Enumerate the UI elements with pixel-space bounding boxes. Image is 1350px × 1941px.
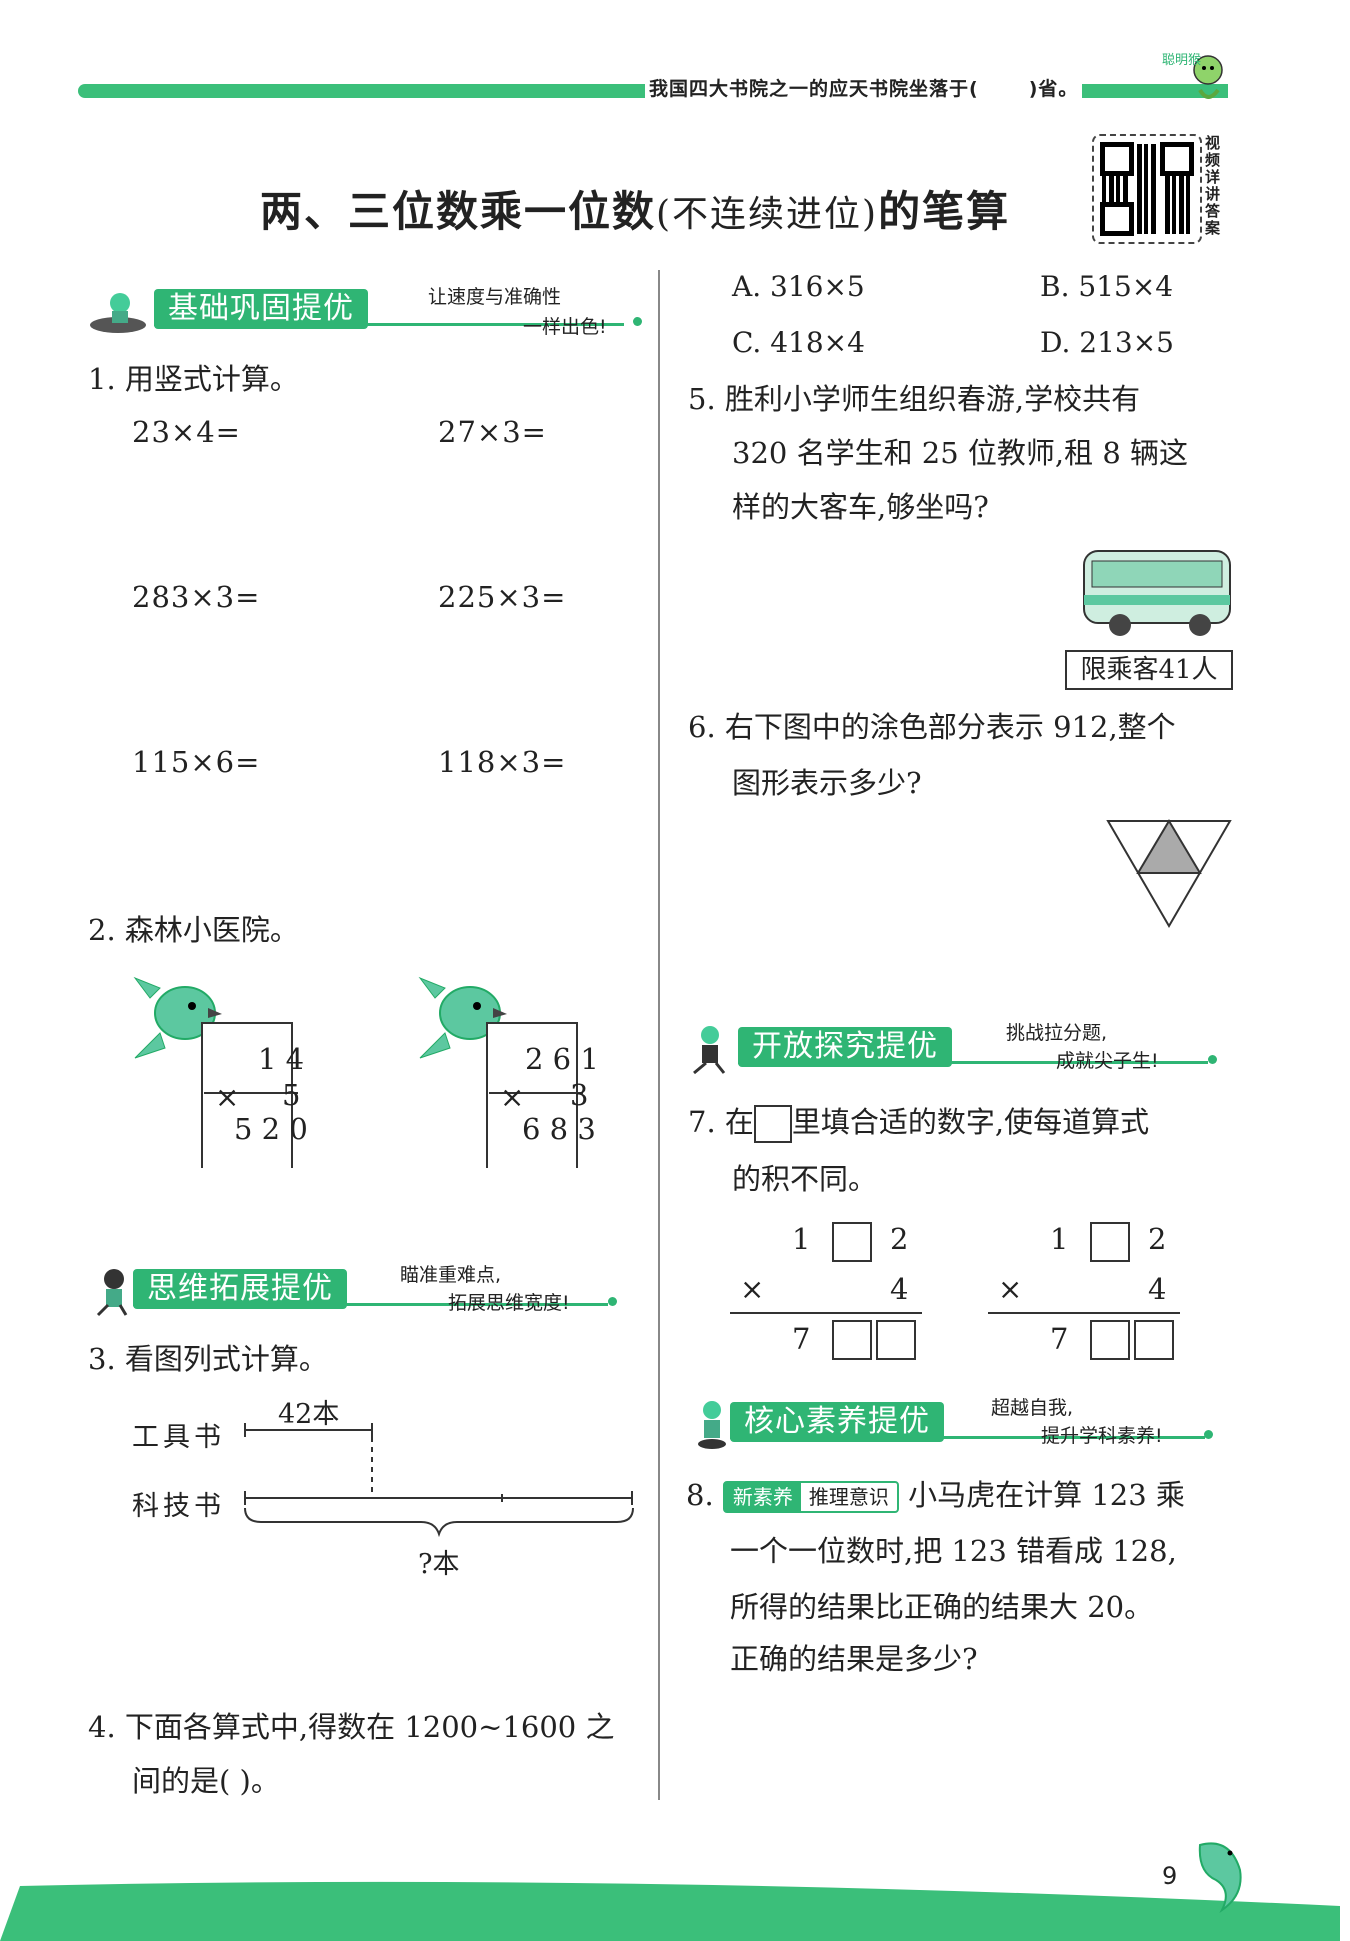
q2a-top: 1 4 [258, 1042, 305, 1076]
q7-line2: 的积不同。 [732, 1162, 878, 1196]
answer-box[interactable] [1134, 1320, 1174, 1360]
q6-line1: 6. 右下图中的涂色部分表示 912,整个 [688, 710, 1176, 744]
section-open-label: 开放探究提优 [738, 1027, 952, 1067]
bottom-wave-band [0, 1881, 1340, 1941]
line-segment-diagram [244, 1423, 634, 1538]
mascot-icon [698, 1401, 726, 1449]
q1-expr: 283×3= [132, 580, 261, 614]
mascot-icon [693, 1026, 726, 1075]
answer-box[interactable] [876, 1320, 916, 1360]
q7-line1: 7. 在里填合适的数字,使每道算式 [688, 1095, 1149, 1149]
page-title: 两、三位数乘一位数(不连续进位)的笔算 [260, 187, 1011, 236]
q5-line3: 样的大客车,够坐吗? [732, 490, 989, 524]
q1-expr: 115×6= [132, 745, 261, 779]
q1-expr: 27×3= [438, 415, 547, 449]
label-tech-books: 科技书 [132, 1491, 225, 1522]
q8-line4: 正确的结果是多少? [730, 1642, 978, 1676]
q1-expr: 225×3= [438, 580, 567, 614]
label-tool-books: 工具书 [132, 1422, 225, 1453]
q2b-top: 2 6 1 [525, 1042, 599, 1076]
mascot-icon [96, 1269, 128, 1317]
q4-line1: 4. 下面各算式中,得数在 1200~1600 之 [88, 1710, 615, 1744]
qr-code-icon[interactable] [1092, 134, 1202, 244]
monkey-logo-icon: 聪明猴 [1162, 53, 1223, 99]
bird-icon [133, 976, 222, 1059]
answer-box[interactable] [832, 1320, 872, 1360]
page-number: 9 [1158, 1862, 1182, 1890]
bus-icon [1083, 550, 1231, 636]
q4-option-a[interactable]: A. 316×5 [732, 270, 865, 303]
q2-title: 2. 森林小医院。 [88, 913, 299, 947]
q1-expr: 23×4= [132, 415, 241, 449]
q8-line3: 所得的结果比正确的结果大 20。 [730, 1590, 1154, 1624]
q2b-mid: 3 [570, 1078, 589, 1112]
q5-line2: 320 名学生和 25 位教师,租 8 辆这 [732, 436, 1189, 470]
section-thinking-label: 思维拓展提优 [133, 1269, 347, 1309]
answer-box[interactable] [1090, 1320, 1130, 1360]
qr-label: 视频详讲答案 [1205, 134, 1221, 237]
logo-text: 聪明猴 [1162, 53, 1201, 68]
header-question: 我国四大书院之一的应天书院坐落于()省。 [645, 74, 1083, 101]
q2a-mul: × [215, 1080, 240, 1114]
q4-option-d[interactable]: D. 213×5 [1040, 326, 1174, 359]
q1-expr: 118×3= [438, 745, 567, 779]
section-basic: 基础巩固提优 让速度与准确性 一样出色! [88, 285, 648, 338]
bird-doctor-a [133, 976, 298, 1168]
q8-line2: 一个一位数时,把 123 错看成 128, [730, 1534, 1177, 1568]
q2a-mid: 5 [282, 1078, 301, 1112]
mascot-icon [90, 293, 146, 333]
section-thinking: 思维拓展提优 瞄准重难点, 拓展思维宽度! [88, 1264, 648, 1317]
q4-option-c[interactable]: C. 418×4 [732, 326, 865, 359]
q6-line2: 图形表示多少? [732, 766, 922, 800]
q3-title: 3. 看图列式计算。 [88, 1342, 328, 1376]
q8-line1: 8. 新素养推理意识 小马虎在计算 123 乘 [686, 1478, 1185, 1513]
dolphin-icon [1198, 1842, 1242, 1913]
answer-box[interactable] [832, 1222, 872, 1262]
q2a-res: 5 2 0 [234, 1112, 308, 1146]
bird-doctor-b [418, 976, 583, 1168]
q8-tag: 新素养推理意识 [722, 1481, 899, 1513]
q5-line1: 5. 胜利小学师生组织春游,学校共有 [688, 382, 1141, 416]
triangle-figure [1106, 819, 1232, 928]
column-divider [658, 270, 660, 1800]
answer-box[interactable] [1090, 1222, 1130, 1262]
bus-sign: 限乘客41人 [1065, 650, 1233, 690]
blank-box [753, 1105, 792, 1143]
section-basic-label: 基础巩固提优 [154, 289, 368, 329]
q4-line2: 间的是( )。 [132, 1764, 280, 1798]
q2b-mul: × [500, 1080, 525, 1114]
section-core-label: 核心素养提优 [730, 1402, 944, 1442]
q2b-res: 6 8 3 [522, 1112, 596, 1146]
q1-title: 1. 用竖式计算。 [88, 362, 299, 396]
q4-option-b[interactable]: B. 515×4 [1040, 270, 1174, 303]
bird-icon [418, 976, 507, 1059]
eq-line [730, 1312, 922, 1314]
label-42: 42本 [278, 1399, 340, 1430]
section-core: 核心素养提优 超越自我, 提升学科素养! [686, 1397, 1226, 1449]
label-total: ?本 [418, 1549, 460, 1580]
section-open: 开放探究提优 挑战拉分题, 成就尖子生! [686, 1022, 1226, 1075]
eq-line [988, 1312, 1180, 1314]
